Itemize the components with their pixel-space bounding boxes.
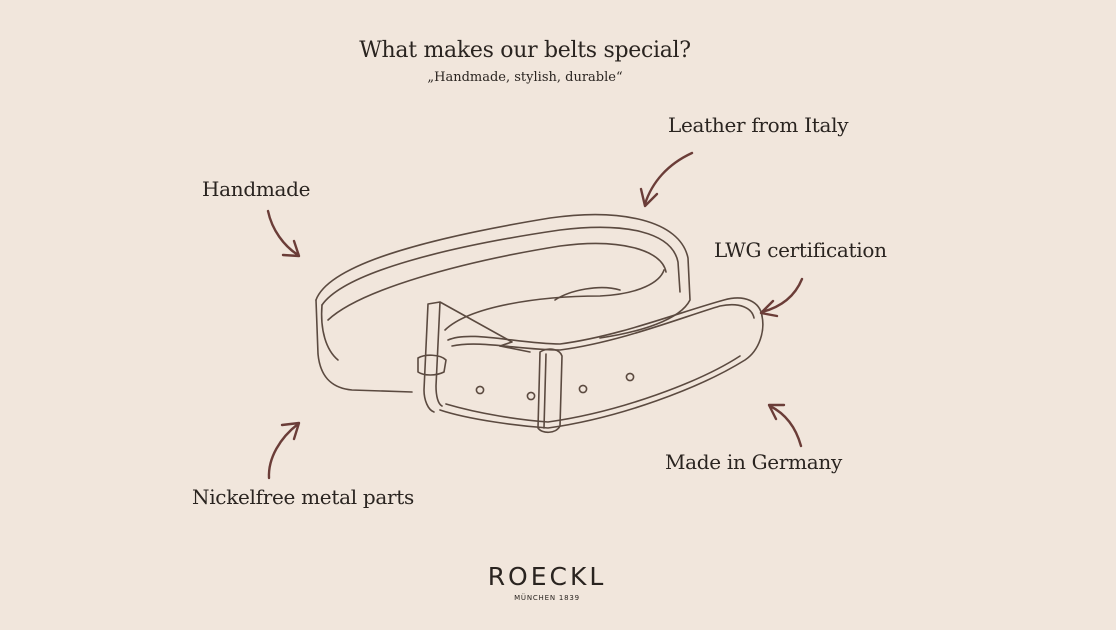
label-made-in-germany: Made in Germany [665, 450, 842, 474]
diagram-subtitle: „Handmade, stylish, durable“ [427, 70, 623, 85]
belt-outer-loop [315, 213, 691, 339]
arrow-germany [767, 403, 803, 448]
belt-hole [475, 385, 485, 395]
arrow-handmade [266, 209, 301, 258]
belt-front-strap-stitch-bottom [445, 355, 741, 423]
belt-keeper [537, 348, 563, 434]
arrow-nickel [267, 421, 301, 480]
belt-left-side [315, 299, 413, 393]
belt-keeper-inner [543, 353, 547, 429]
arrow-leather [639, 151, 694, 208]
belt-hole [625, 372, 635, 382]
buckle-bar [499, 345, 531, 353]
buckle-frame [423, 301, 513, 413]
brand-logo: ROECKL [487, 562, 607, 591]
label-nickelfree-metal-parts: Nickelfree metal parts [192, 485, 414, 509]
belt-hole [526, 391, 536, 401]
belt-back-strap-tip [554, 286, 621, 301]
belt-drawing [315, 213, 764, 434]
belt-hole [578, 384, 588, 394]
buckle-prong [417, 354, 447, 376]
belt-front-strap-bottom [439, 315, 764, 429]
label-handmade: Handmade [202, 177, 311, 201]
belt-back-strap [444, 269, 665, 331]
belt-front-strap-stitch [451, 303, 755, 351]
belt-inner-loop [321, 226, 681, 306]
arrow-lwg [759, 277, 804, 318]
label-leather-from-italy: Leather from Italy [668, 113, 849, 137]
label-lwg-certification: LWG certification [714, 238, 887, 262]
belt-front-strap-top [447, 297, 763, 345]
brand-tagline: MÜNCHEN 1839 [514, 594, 580, 602]
belt-inner-loop-edge [327, 242, 667, 321]
belt-left-inner [320, 304, 339, 361]
diagram-title: What makes our belts special? [359, 38, 691, 63]
